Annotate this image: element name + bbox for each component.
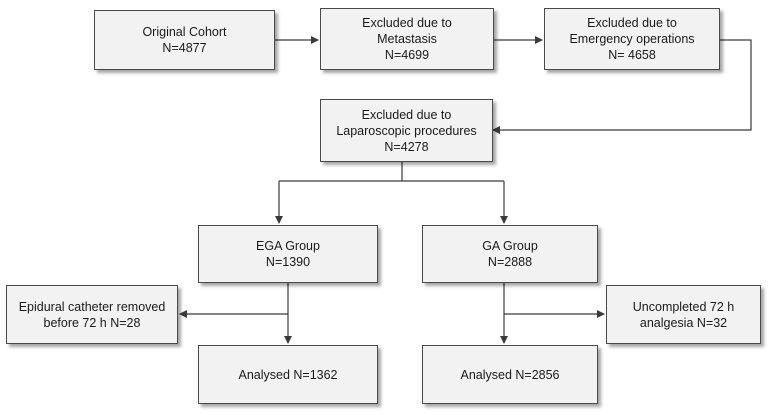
original-cohort-box: Original Cohort N=4877 bbox=[94, 10, 275, 70]
epidural-removed-line1: Epidural catheter removed bbox=[18, 299, 166, 314]
excluded-metastasis-line2: Metastasis bbox=[377, 32, 437, 46]
original-cohort-label: Original Cohort bbox=[142, 25, 227, 39]
ga-group-label: GA Group bbox=[482, 239, 538, 253]
arrow-emergency-to-laparoscopic bbox=[492, 39, 752, 134]
analysed-ga-label: Analysed N=2856 bbox=[460, 367, 560, 382]
uncompleted-analgesia-box: Uncompleted 72 h analgesia N=32 bbox=[606, 285, 761, 344]
excluded-emergency-box: Excluded due to Emergency operations N= … bbox=[544, 8, 720, 70]
excluded-metastasis-count: N=4699 bbox=[384, 48, 430, 62]
excluded-laparoscopic-line2: Laparoscopic procedures bbox=[336, 123, 477, 138]
uncompleted-analgesia-line1: Uncompleted 72 h bbox=[632, 299, 735, 314]
excluded-emergency-line1: Excluded due to bbox=[587, 16, 677, 30]
excluded-metastasis-box: Excluded due to Metastasis N=4699 bbox=[320, 8, 494, 70]
excluded-emergency-line2: Emergency operations bbox=[569, 32, 695, 46]
excluded-laparoscopic-line1: Excluded due to bbox=[361, 107, 452, 122]
analysed-ega-label: Analysed N=1362 bbox=[238, 367, 338, 382]
ega-group-count: N=1390 bbox=[265, 255, 311, 269]
excluded-metastasis-line1: Excluded due to bbox=[362, 16, 452, 30]
analysed-ega-box: Analysed N=1362 bbox=[198, 345, 378, 404]
ega-group-box: EGA Group N=1390 bbox=[198, 225, 378, 283]
excluded-laparoscopic-count: N=4278 bbox=[384, 139, 429, 154]
excluded-emergency-count: N= 4658 bbox=[608, 48, 656, 62]
ga-group-box: GA Group N=2888 bbox=[422, 225, 598, 283]
epidural-removed-line2: before 72 h N=28 bbox=[43, 315, 141, 330]
analysed-ga-box: Analysed N=2856 bbox=[422, 345, 598, 404]
uncompleted-analgesia-line2: analgesia N=32 bbox=[639, 315, 728, 330]
epidural-removed-box: Epidural catheter removed before 72 h N=… bbox=[6, 285, 178, 344]
ga-group-count: N=2888 bbox=[487, 255, 533, 269]
original-cohort-count: N=4877 bbox=[162, 41, 207, 55]
ega-group-label: EGA Group bbox=[256, 239, 320, 253]
excluded-laparoscopic-box: Excluded due to Laparoscopic procedures … bbox=[320, 99, 493, 162]
